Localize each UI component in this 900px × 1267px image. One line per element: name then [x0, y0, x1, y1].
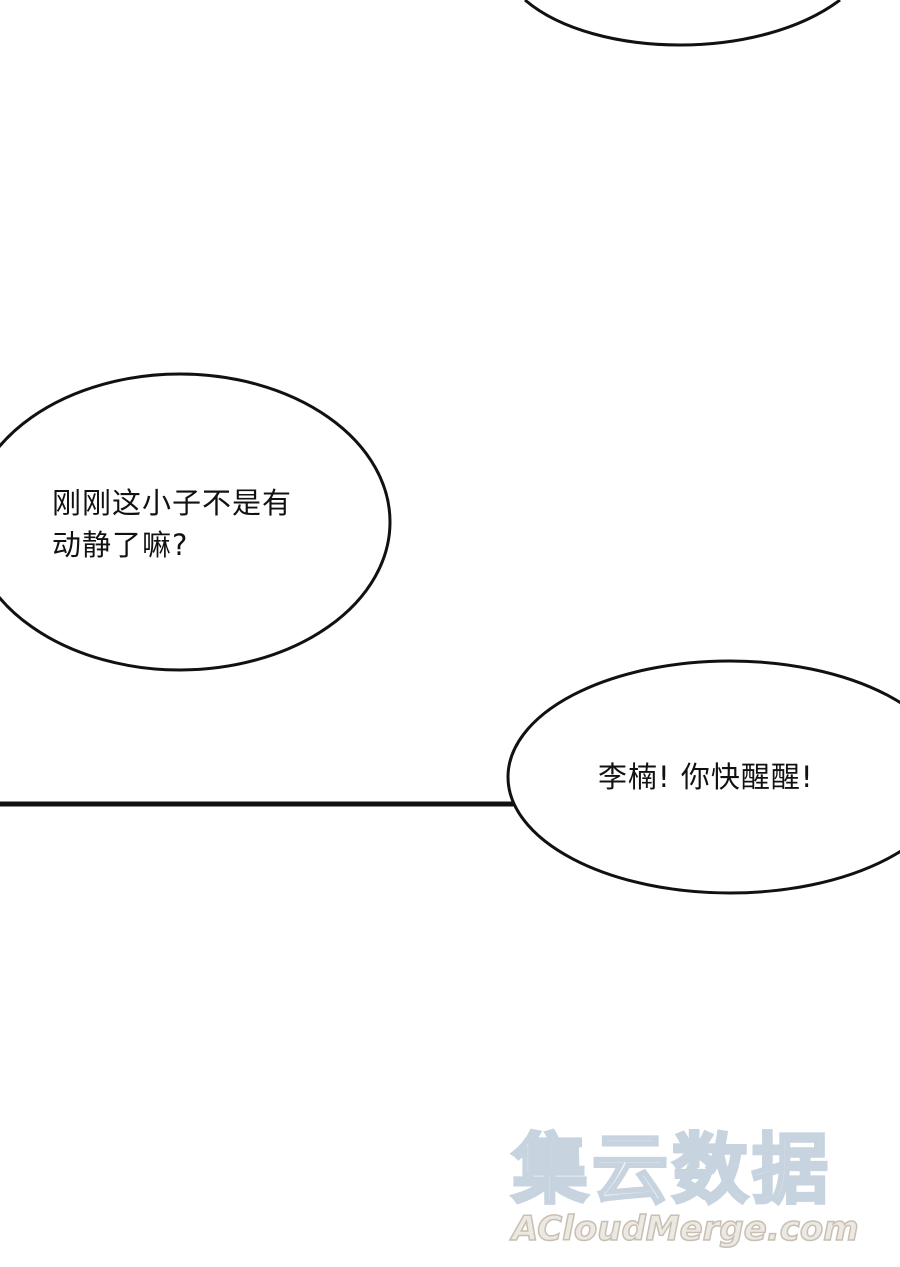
left-speech-bubble — [0, 372, 392, 672]
watermark: 集云数据 ACloudMerge.com — [511, 1124, 892, 1250]
top-speech-bubble — [524, 0, 841, 47]
right-speech-bubble — [506, 659, 900, 895]
watermark-english: ACloudMerge.com — [511, 1208, 859, 1250]
watermark-chinese: 集云数据 — [511, 1124, 832, 1216]
right-bubble-text: 李楠! 你快醒醒! — [598, 760, 814, 794]
left-bubble-line-1: 刚刚这小子不是有 — [52, 486, 293, 520]
left-bubble-line-2: 动静了嘛? — [52, 528, 189, 562]
